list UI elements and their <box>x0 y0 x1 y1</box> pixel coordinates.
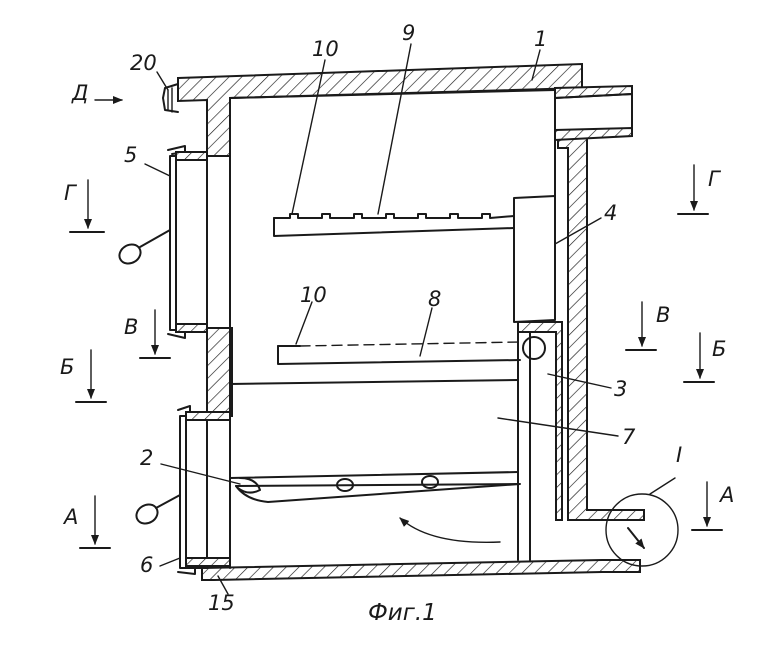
label-15: 15 <box>208 591 235 615</box>
left-wall-mid <box>206 327 233 417</box>
label-9: 9 <box>402 21 415 45</box>
section-arrows <box>69 96 723 549</box>
label-1: 1 <box>534 27 547 51</box>
section-b-left: Б <box>60 355 74 379</box>
detail-circle <box>605 477 679 567</box>
lower-grate <box>277 336 546 365</box>
body-walls <box>177 62 645 581</box>
air-flow-arrow <box>399 517 501 543</box>
part-labels: 1 9 10 20 5 4 10 8 3 7 2 6 15 I <box>124 21 682 615</box>
label-detail-I: I <box>676 443 682 467</box>
section-v-right: В <box>656 303 670 327</box>
section-a-left: А <box>62 505 78 529</box>
label-8: 8 <box>428 287 441 311</box>
flue-pipe <box>554 84 633 142</box>
section-g-right: Г <box>708 167 722 191</box>
lower-door <box>135 405 231 575</box>
tray-2 <box>235 475 521 503</box>
section-a-right: А <box>718 483 734 507</box>
combustion-chamber <box>229 89 556 569</box>
section-labels: Д Г Г В В Б Б А А <box>60 81 734 529</box>
leader-lines <box>144 43 619 595</box>
section-b-right: Б <box>712 337 726 361</box>
section-v-left: В <box>124 315 138 339</box>
label-5: 5 <box>124 143 137 167</box>
section-d: Д <box>71 81 88 105</box>
lower-door-handle <box>155 494 181 509</box>
label-20: 20 <box>130 51 157 75</box>
label-2: 2 <box>140 446 153 470</box>
bottom-wall <box>201 559 641 581</box>
block-4 <box>513 195 556 323</box>
label-3: 3 <box>614 377 627 401</box>
label-4: 4 <box>604 201 617 225</box>
figure-caption: Фиг.1 <box>368 600 437 626</box>
right-wall <box>557 134 645 521</box>
ash-box <box>229 331 531 561</box>
upper-door <box>118 145 208 339</box>
label-6: 6 <box>140 553 153 577</box>
section-g-left: Г <box>64 181 78 205</box>
upper-grate <box>273 213 515 237</box>
screw-20 <box>162 83 179 113</box>
label-10-mid: 10 <box>300 283 327 307</box>
upper-door-handle <box>139 229 171 248</box>
label-10-top: 10 <box>312 37 339 61</box>
label-7: 7 <box>622 425 636 449</box>
top-wall <box>177 62 583 157</box>
